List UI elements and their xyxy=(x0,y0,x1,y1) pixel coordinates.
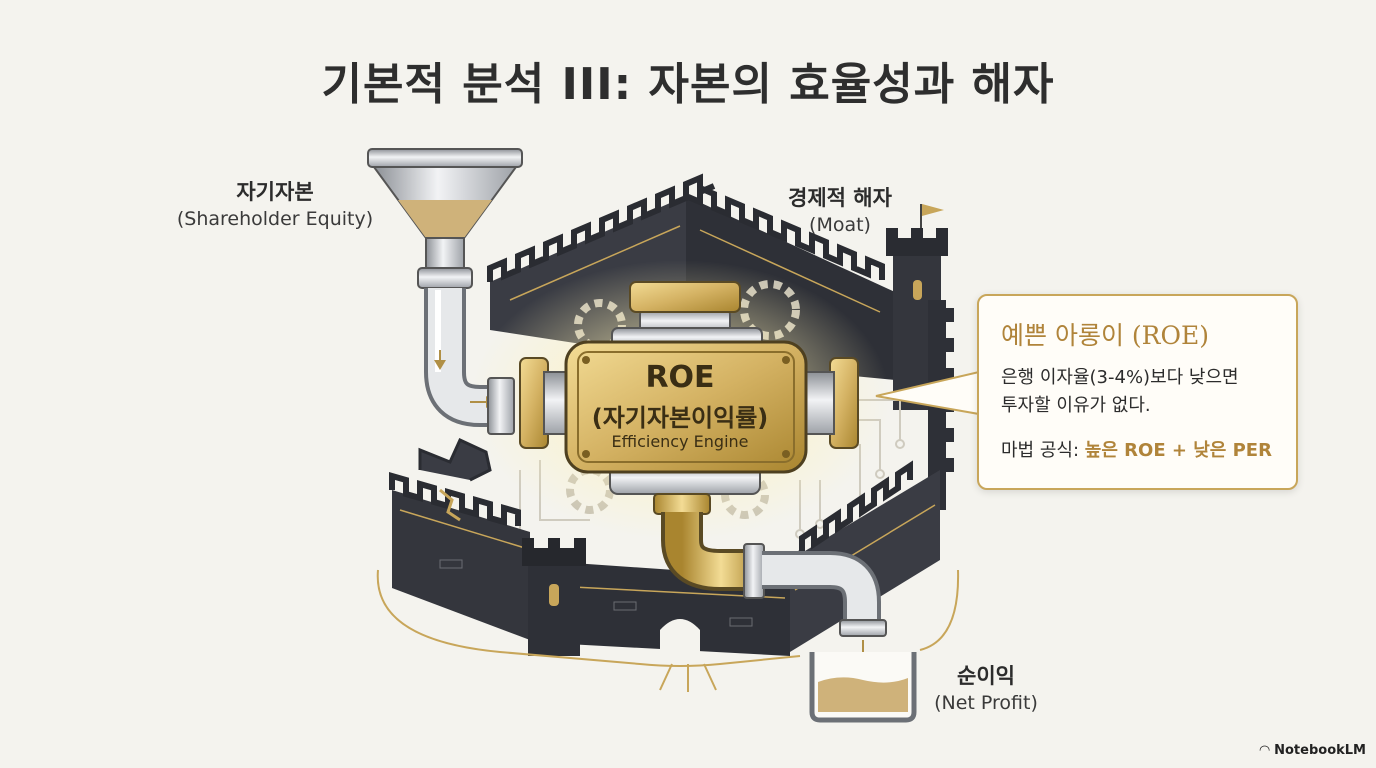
equity-funnel xyxy=(367,148,523,289)
profit-container xyxy=(809,652,917,723)
moat-water-lines xyxy=(376,569,960,692)
moat-label-en: (Moat) xyxy=(809,214,871,236)
callout-line-2: 투자할 이유가 없다. xyxy=(1001,395,1151,416)
brand-badge: ◠ NotebookLM xyxy=(1260,743,1366,758)
roe-engine xyxy=(519,281,859,495)
moat-label: 경제적 해자 (Moat) xyxy=(760,182,920,236)
equity-label-en: (Shareholder Equity) xyxy=(176,208,374,230)
profit-label: 순이익 (Net Profit) xyxy=(918,660,1054,714)
callout-line-1: 은행 이자율(3-4%)보다 낮으면 xyxy=(1001,367,1239,388)
callout-title: 예쁜 아롱이 (ROE) xyxy=(1001,321,1209,350)
equity-label-ko: 자기자본 xyxy=(236,180,314,204)
engine-name: ROE xyxy=(645,360,715,395)
page-title: 기본적 분석 III: 자본의 효율성과 해자 xyxy=(321,59,1055,110)
profit-label-en: (Net Profit) xyxy=(934,692,1038,714)
callout-body: 은행 이자율(3-4%)보다 낮으면 투자할 이유가 없다. xyxy=(1001,364,1296,420)
callout-formula: 마법 공식: 높은 ROE + 낮은 PER xyxy=(1001,436,1296,462)
brand-name: NotebookLM xyxy=(1274,743,1366,758)
input-pipe xyxy=(424,288,515,435)
profit-label-ko: 순이익 xyxy=(957,664,1015,688)
engine-subtitle: Efficiency Engine xyxy=(611,432,749,451)
notebooklm-logo-icon: ◠ xyxy=(1259,743,1270,758)
output-pipe xyxy=(653,493,887,668)
formula-value: 높은 ROE + 낮은 PER xyxy=(1084,440,1272,461)
equity-label: 자기자본 (Shareholder Equity) xyxy=(160,176,390,230)
formula-label: 마법 공식: xyxy=(1001,440,1080,461)
moat-label-ko: 경제적 해자 xyxy=(788,186,892,210)
roe-callout-box: 예쁜 아롱이 (ROE) 은행 이자율(3-4%)보다 낮으면 투자할 이유가 … xyxy=(977,294,1298,490)
watch-tower-front xyxy=(522,538,586,656)
engine-name-ko: (자기자본이익률) xyxy=(591,404,769,432)
